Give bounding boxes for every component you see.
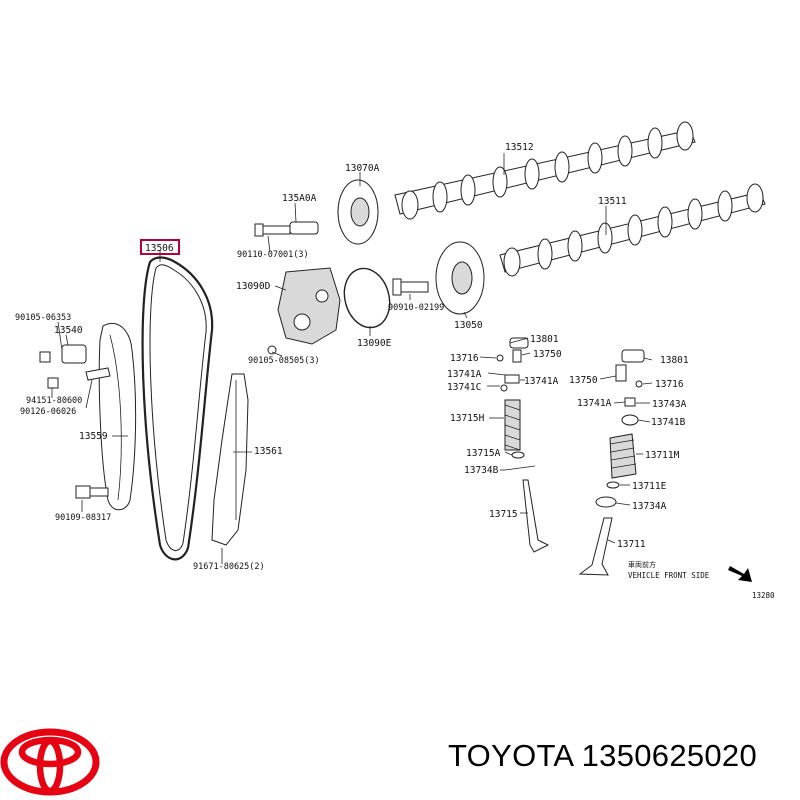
label-13540: 13540 xyxy=(54,325,83,336)
label-figure-number: 13280 xyxy=(752,591,775,600)
chain-tensioner xyxy=(39,344,111,499)
label-13090d: 13090D xyxy=(236,281,271,292)
label-13711: 13711 xyxy=(617,539,646,550)
label-90110: 90110-07001(3) xyxy=(237,250,309,260)
label-13716-b: 13716 xyxy=(655,379,684,390)
gasket-ring xyxy=(343,267,391,329)
vehicle-front-arrow xyxy=(728,566,752,582)
part-number: 1350625020 xyxy=(581,738,758,773)
label-13750-a: 13750 xyxy=(533,349,562,360)
valve-train-right xyxy=(578,349,645,576)
label-90910: 90910-02199 xyxy=(388,303,444,313)
toyota-logo-icon xyxy=(0,728,100,796)
bolt-90910 xyxy=(392,278,429,296)
label-13741c: 13741C xyxy=(447,382,481,393)
label-91671: 91671-80625(2) xyxy=(193,562,265,572)
label-13716-a: 13716 xyxy=(450,353,479,364)
cam-sprocket-lower xyxy=(435,241,485,315)
label-13734b: 13734B xyxy=(464,465,499,476)
label-13741a-c: 13741A xyxy=(577,398,612,409)
label-13512: 13512 xyxy=(505,142,534,153)
label-13090e: 13090E xyxy=(357,338,392,349)
brand-name: TOYOTA xyxy=(448,738,573,773)
label-13070a: 13070A xyxy=(345,163,380,174)
label-13801-a: 13801 xyxy=(530,334,559,345)
label-13750-b: 13750 xyxy=(569,375,598,386)
timing-chain xyxy=(141,256,214,561)
leader-lines xyxy=(51,153,653,564)
chain-guide-left xyxy=(98,323,137,511)
part-135a0a xyxy=(289,221,319,235)
label-13506: 13506 xyxy=(145,243,174,254)
label-direction-en: VEHICLE FRONT SIDE xyxy=(628,571,710,580)
label-13743a: 13743A xyxy=(652,399,687,410)
label-13559: 13559 xyxy=(79,431,108,442)
label-13801-b: 13801 xyxy=(660,355,689,366)
chain-guide-right xyxy=(211,373,249,546)
label-94151: 94151-80600 xyxy=(26,396,82,406)
camshaft-13512 xyxy=(394,121,696,220)
label-13715a: 13715A xyxy=(466,448,501,459)
cam-housing xyxy=(267,267,341,355)
label-90126: 90126-06026 xyxy=(20,407,76,417)
label-13561: 13561 xyxy=(254,446,283,457)
label-13715h: 13715H xyxy=(450,413,485,424)
label-direction-jp: 車両前方 xyxy=(628,560,656,569)
label-135a0a: 135A0A xyxy=(282,193,317,204)
highlight-box-13506 xyxy=(140,239,180,255)
valve-train-left xyxy=(496,337,550,553)
label-13711e: 13711E xyxy=(632,481,667,492)
label-13715: 13715 xyxy=(489,509,518,520)
part-labels: 13506 13070A 13512 13511 135A0A 90110-07… xyxy=(15,142,775,600)
label-90105-06353: 90105-06353 xyxy=(15,313,71,323)
label-13741a-b: 13741A xyxy=(524,376,559,387)
label-13050: 13050 xyxy=(454,320,483,331)
camshaft-13511 xyxy=(499,183,766,277)
bolt-90110 xyxy=(254,223,291,237)
label-90109: 90109-08317 xyxy=(55,513,111,523)
label-13711m: 13711M xyxy=(645,450,680,461)
label-13741b: 13741B xyxy=(651,417,686,428)
brand-part-caption: TOYOTA 1350625020 xyxy=(448,738,757,774)
label-13511: 13511 xyxy=(598,196,627,207)
cam-sprocket-upper xyxy=(337,179,379,245)
label-90105-08505: 90105-08505(3) xyxy=(248,356,320,366)
label-13734a: 13734A xyxy=(632,501,667,512)
label-13741a-a: 13741A xyxy=(447,369,482,380)
